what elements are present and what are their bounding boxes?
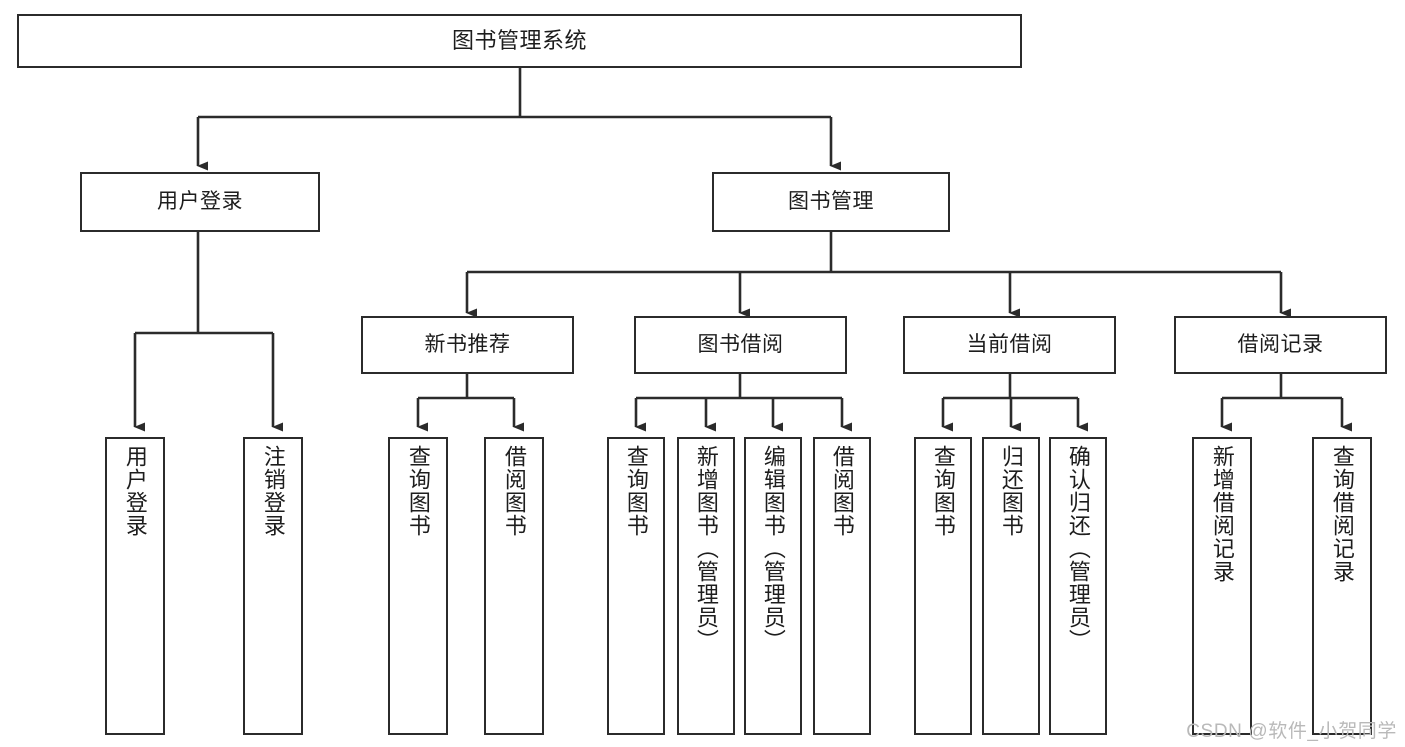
node-current-borrow-label: 当前借阅 bbox=[966, 332, 1053, 356]
node-leaf-return[interactable]: 归还图书 bbox=[982, 437, 1040, 735]
node-leaf-query2-label: 查询图书 bbox=[623, 445, 649, 537]
node-book-manage-label: 图书管理 bbox=[788, 189, 874, 213]
node-root[interactable]: 图书管理系统 bbox=[17, 14, 1022, 68]
node-leaf-borrow1-label: 借阅图书 bbox=[501, 445, 527, 537]
node-user-login[interactable]: 用户登录 bbox=[80, 172, 320, 232]
node-leaf-query2[interactable]: 查询图书 bbox=[607, 437, 665, 735]
node-new-book-rec-label: 新书推荐 bbox=[424, 332, 511, 356]
node-leaf-query1-label: 查询图书 bbox=[405, 445, 431, 537]
node-borrow-record[interactable]: 借阅记录 bbox=[1174, 316, 1387, 374]
node-leaf-edit-book[interactable]: 编辑图书（管理员） bbox=[744, 437, 802, 735]
node-root-label: 图书管理系统 bbox=[451, 28, 587, 54]
node-leaf-query3[interactable]: 查询图书 bbox=[914, 437, 972, 735]
node-leaf-add-book[interactable]: 新增图书（管理员） bbox=[677, 437, 735, 735]
node-leaf-query3-label: 查询图书 bbox=[930, 445, 956, 537]
node-leaf-query-rec[interactable]: 查询借阅记录 bbox=[1312, 437, 1372, 735]
node-leaf-login-label: 用户登录 bbox=[122, 445, 148, 537]
node-leaf-add-book-label: 新增图书（管理员） bbox=[693, 445, 719, 652]
node-leaf-login[interactable]: 用户登录 bbox=[105, 437, 165, 735]
node-leaf-add-rec[interactable]: 新增借阅记录 bbox=[1192, 437, 1252, 735]
watermark-text: CSDN @软件_小贺同学 bbox=[1186, 721, 1397, 742]
node-leaf-confirm-label: 确认归还（管理员） bbox=[1065, 445, 1091, 652]
node-current-borrow[interactable]: 当前借阅 bbox=[903, 316, 1116, 374]
node-leaf-borrow2-label: 借阅图书 bbox=[829, 445, 855, 537]
node-user-login-label: 用户登录 bbox=[157, 189, 243, 213]
node-leaf-query-rec-label: 查询借阅记录 bbox=[1329, 445, 1355, 583]
node-book-borrow[interactable]: 图书借阅 bbox=[634, 316, 847, 374]
node-leaf-logout[interactable]: 注销登录 bbox=[243, 437, 303, 735]
node-leaf-add-rec-label: 新增借阅记录 bbox=[1209, 445, 1235, 583]
node-leaf-query1[interactable]: 查询图书 bbox=[388, 437, 448, 735]
node-book-borrow-label: 图书借阅 bbox=[697, 332, 784, 356]
node-leaf-borrow1[interactable]: 借阅图书 bbox=[484, 437, 544, 735]
node-leaf-borrow2[interactable]: 借阅图书 bbox=[813, 437, 871, 735]
node-leaf-logout-label: 注销登录 bbox=[260, 445, 286, 537]
node-borrow-record-label: 借阅记录 bbox=[1237, 332, 1324, 356]
node-book-manage[interactable]: 图书管理 bbox=[712, 172, 950, 232]
node-new-book-rec[interactable]: 新书推荐 bbox=[361, 316, 574, 374]
node-leaf-edit-book-label: 编辑图书（管理员） bbox=[760, 445, 786, 652]
node-leaf-confirm[interactable]: 确认归还（管理员） bbox=[1049, 437, 1107, 735]
node-leaf-return-label: 归还图书 bbox=[998, 445, 1024, 537]
